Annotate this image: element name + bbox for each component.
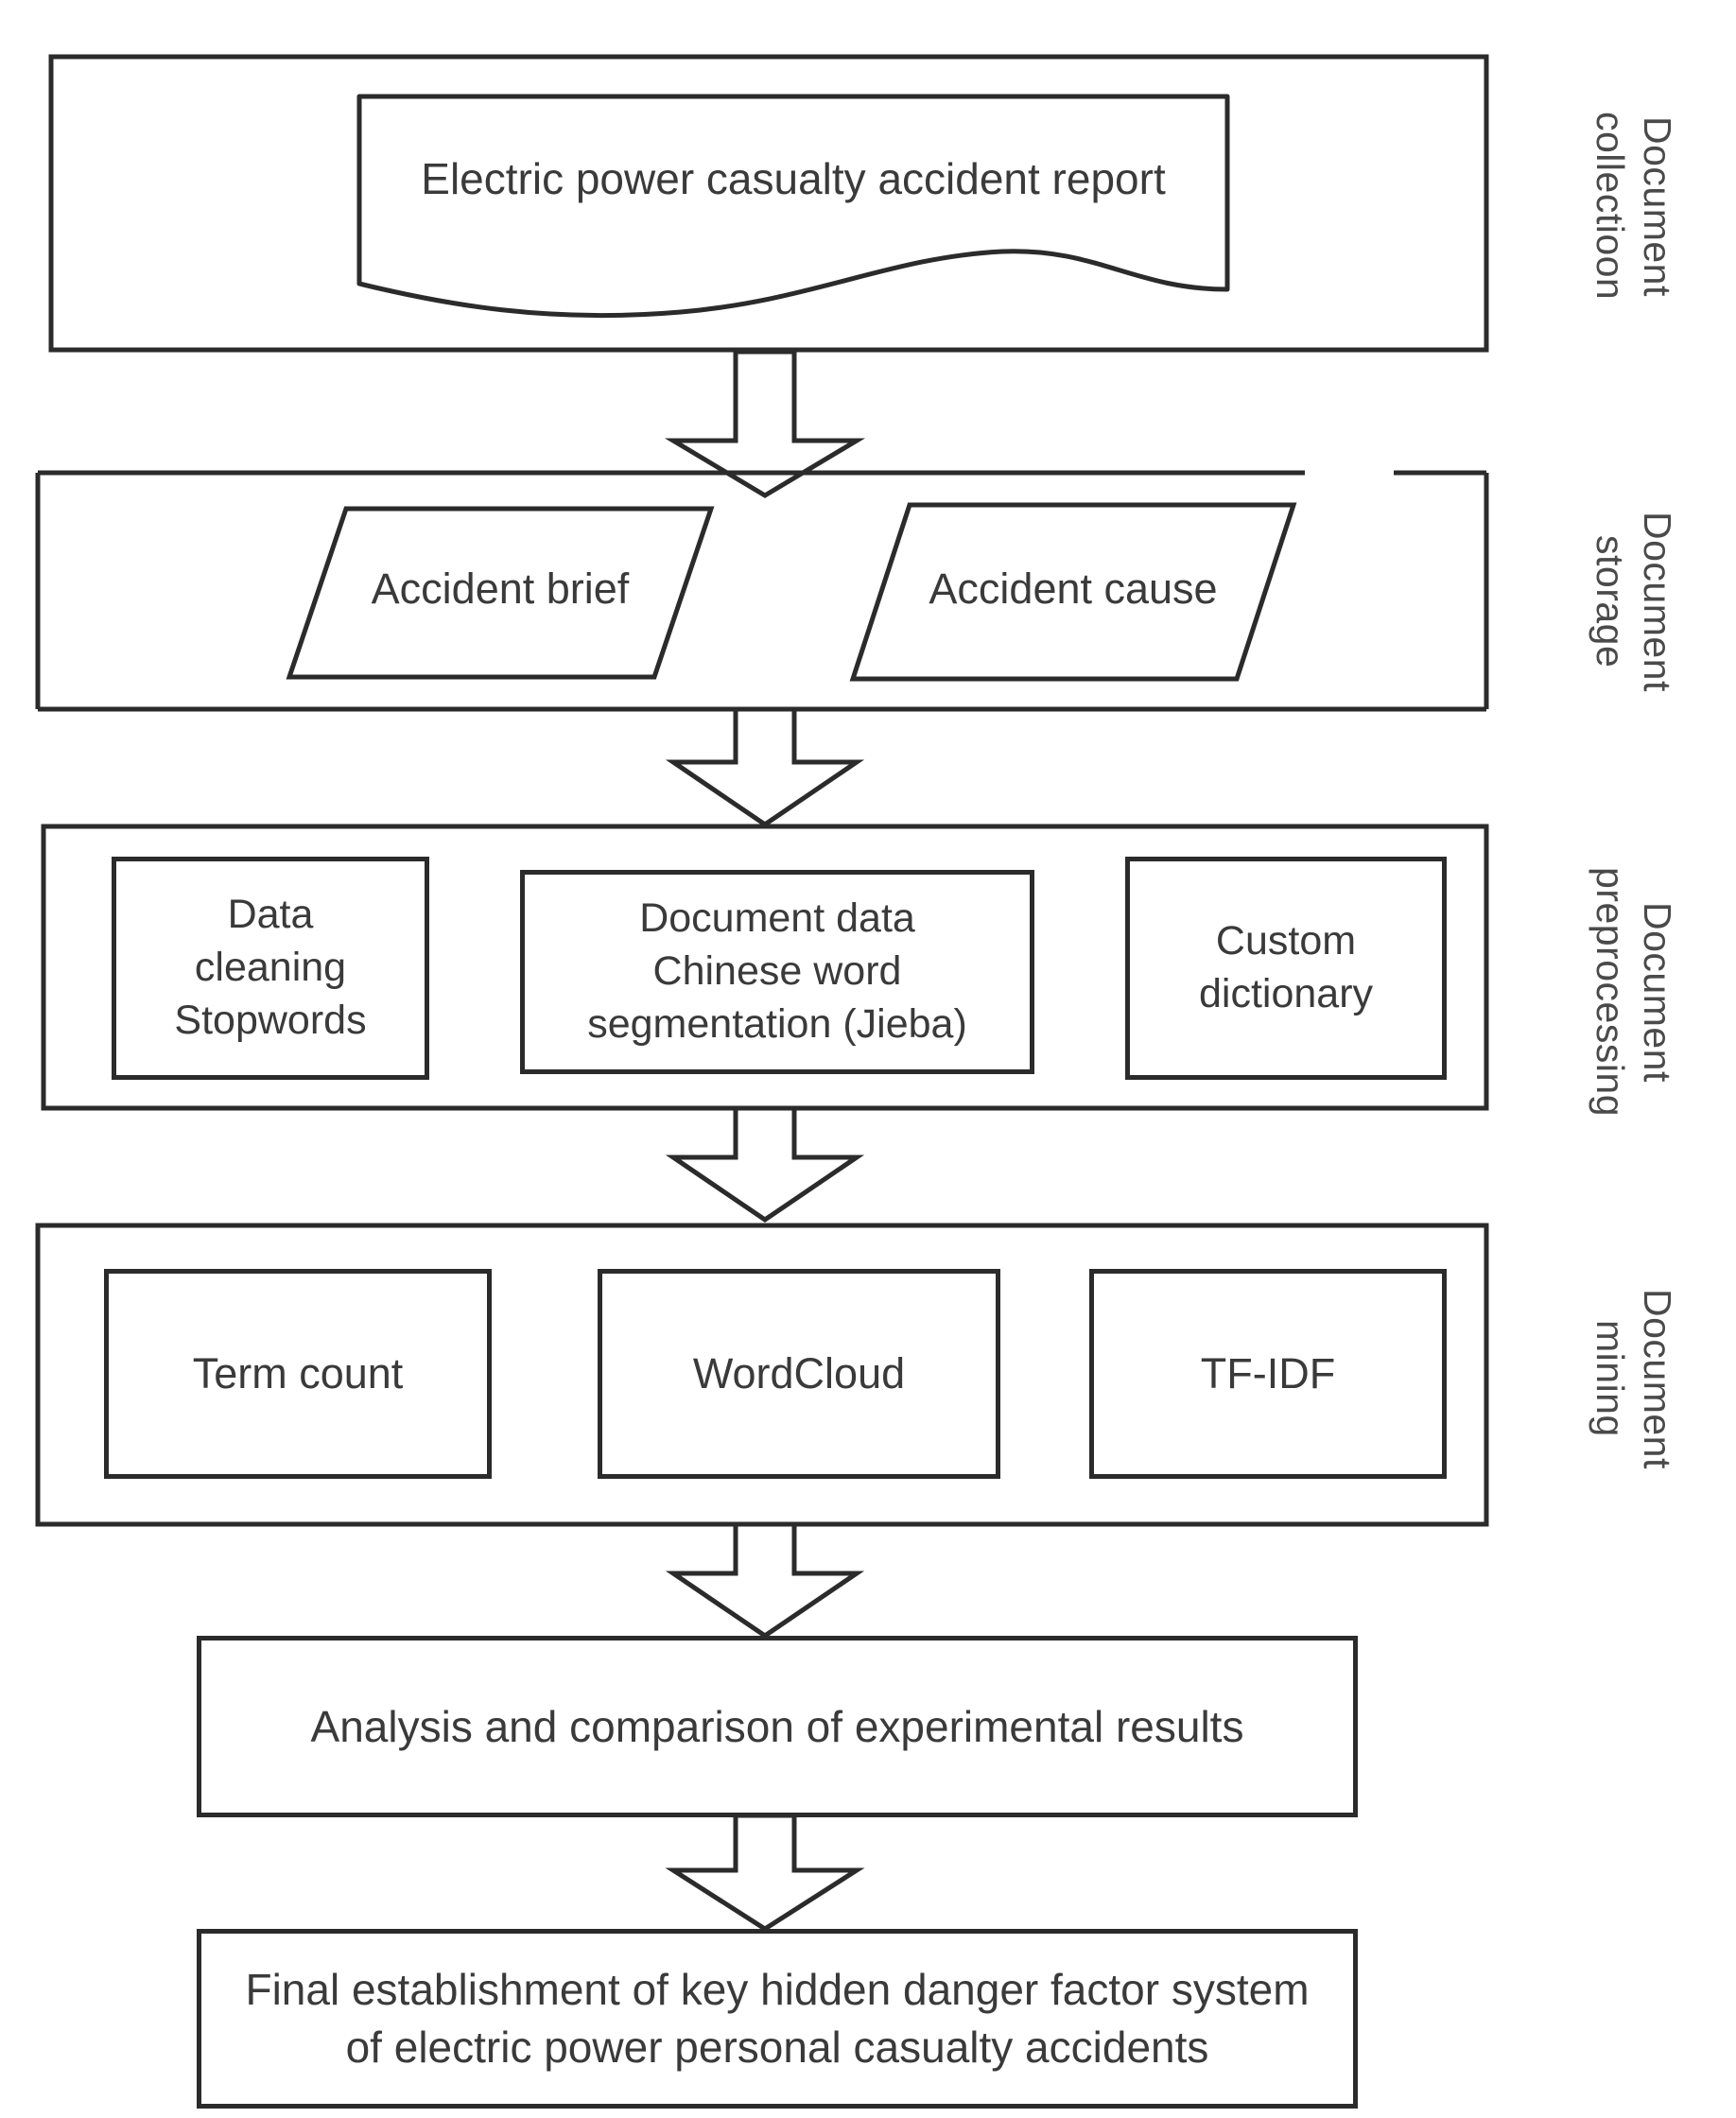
stage-label-document-mining: Document mining [1588,1288,1680,1469]
node-data-cleaning-stopwords[interactable]: Data cleaning Stopwords [112,857,429,1080]
node-term-count[interactable]: Term count [104,1269,492,1479]
node-label-tf-idf: TF-IDF [1200,1348,1336,1398]
node-wordcloud[interactable]: WordCloud [598,1269,1000,1479]
arrow-analysis-to-final [665,1813,865,1932]
stage-label-document-collection: Document collectioon [1588,112,1680,301]
arrow-collection-to-storage [664,349,866,498]
node-label-wordcloud: WordCloud [692,1348,906,1398]
stage-label-document-preprocessing: Document preprocessing [1588,866,1680,1118]
node-custom-dictionary[interactable]: Custom dictionary [1125,857,1447,1080]
stage-label-document-storage: Document storage [1588,511,1680,692]
node-analysis-comparison[interactable]: Analysis and comparison of experimental … [197,1636,1358,1817]
arrow-preprocessing-to-mining [665,1105,865,1224]
node-document-data-segmentation[interactable]: Document data Chinese word segmentation … [520,870,1034,1074]
node-label-custom-dictionary: Custom dictionary [1198,918,1374,1016]
node-label-data-cleaning-stopwords: Data cleaning Stopwords [174,892,367,1043]
node-tf-idf[interactable]: TF-IDF [1089,1269,1447,1479]
node-label-accident-brief: Accident brief [371,564,630,613]
node-label-term-count: Term count [192,1348,404,1398]
node-label-electric-power-report: Electric power casualty accident report [421,154,1166,204]
arrow-storage-to-preprocessing [665,706,865,828]
node-label-analysis-comparison: Analysis and comparison of experimental … [310,1701,1244,1751]
node-label-document-data-segmentation: Document data Chinese word segmentation … [587,895,967,1047]
node-final-establishment[interactable]: Final establishment of key hidden danger… [197,1929,1358,2109]
arrow-mining-to-analysis [665,1521,865,1640]
node-label-final-establishment: Final establishment of key hidden danger… [245,1965,1310,2072]
node-label-accident-cause: Accident cause [929,564,1218,613]
